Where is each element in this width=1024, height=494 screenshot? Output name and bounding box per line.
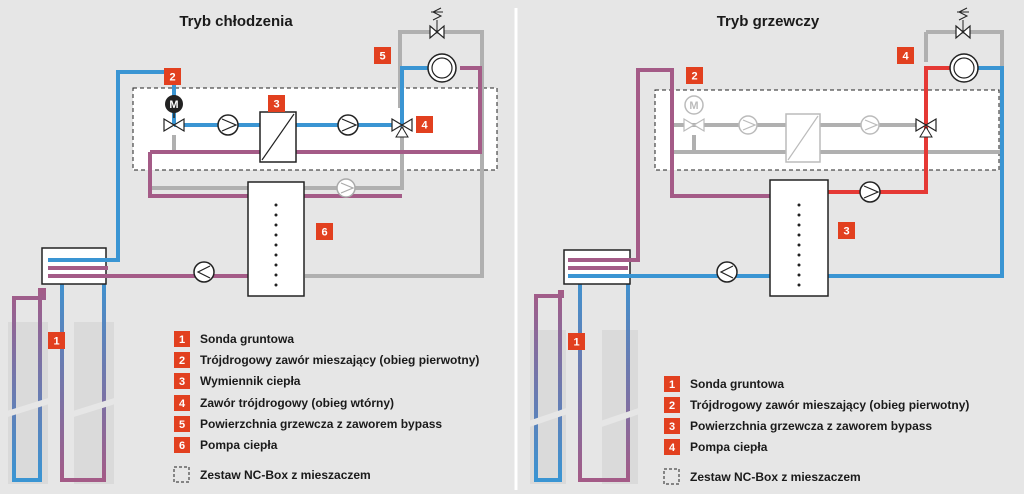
legend-item: 2 Trójdrogowy zawór mieszający (obieg pie… [664, 397, 969, 413]
svg-text:1: 1 [53, 336, 59, 348]
svg-text:Sonda gruntowa: Sonda gruntowa [690, 377, 784, 391]
number-badge: 6 [316, 223, 333, 240]
legend-item: 3 Wymiennik ciepła [174, 373, 301, 389]
svg-text:2: 2 [669, 400, 675, 412]
nc-box-frame [654, 89, 1000, 171]
heat-exchanger [785, 113, 821, 163]
legend: 1 Sonda gruntowa 2 Trójdrogowy zawór miesz… [663, 376, 969, 485]
ground-probe [525, 270, 643, 484]
svg-text:3: 3 [843, 226, 849, 238]
circulation-pump [217, 114, 239, 136]
motor-icon: M [684, 95, 704, 115]
heating-surface [427, 53, 457, 83]
circulation-pump [716, 261, 738, 283]
svg-text:4: 4 [902, 51, 909, 63]
svg-text:Powierzchnia grzewcza z zawore: Powierzchnia grzewcza z zaworem bypass [690, 419, 932, 433]
legend-item: 2 Trójdrogowy zawór mieszający (obieg pie… [174, 352, 479, 368]
legend-item: Zestaw NC-Box z mieszaczem [173, 466, 371, 483]
legend-item: 3 Powierzchnia grzewcza z zaworem bypass [664, 418, 932, 434]
svg-text:M: M [169, 99, 178, 111]
heat-pump [769, 179, 829, 297]
panel-title: Tryb chłodzenia [179, 13, 293, 30]
motor-icon: M [165, 95, 183, 113]
number-badge: 1 [568, 333, 585, 350]
circulation-pump [859, 181, 881, 203]
heat-exchanger [259, 111, 297, 163]
svg-text:5: 5 [379, 51, 385, 63]
svg-text:3: 3 [273, 99, 279, 111]
svg-text:4: 4 [669, 442, 676, 454]
circulation-pump [337, 114, 359, 136]
svg-text:1: 1 [669, 379, 675, 391]
svg-text:6: 6 [179, 440, 185, 452]
circulation-pump [336, 178, 356, 198]
svg-text:5: 5 [179, 419, 185, 431]
three-way-valve [915, 117, 937, 138]
number-badge: 1 [48, 332, 65, 349]
circulation-pump [860, 115, 880, 135]
panel-title: Tryb grzewczy [717, 13, 820, 30]
svg-text:2: 2 [169, 72, 175, 84]
svg-text:Powierzchnia grzewcza z zawore: Powierzchnia grzewcza z zaworem bypass [200, 417, 442, 431]
svg-text:Zawór trójdrogowy (obieg wtórn: Zawór trójdrogowy (obieg wtórny) [200, 396, 394, 410]
svg-text:3: 3 [669, 421, 675, 433]
svg-text:2: 2 [691, 71, 697, 83]
number-badge: 4 [416, 116, 433, 133]
mixing-valve [163, 113, 185, 133]
legend-item: 1 Sonda gruntowa [664, 376, 784, 392]
legend-item: 5 Powierzchnia grzewcza z zaworem bypass [174, 416, 442, 432]
circulation-pump [738, 115, 758, 135]
svg-text:Wymiennik ciepła: Wymiennik ciepła [200, 374, 301, 388]
mixing-valve [683, 117, 705, 133]
heat-pump [247, 181, 305, 297]
number-badge: 5 [374, 47, 391, 64]
svg-text:Zestaw NC-Box z mieszaczem: Zestaw NC-Box z mieszaczem [200, 468, 371, 482]
svg-text:3: 3 [179, 376, 185, 388]
number-badge: 2 [686, 67, 703, 84]
svg-text:Sonda gruntowa: Sonda gruntowa [200, 332, 294, 346]
legend-item: 1 Sonda gruntowa [174, 331, 294, 347]
legend: 1 Sonda gruntowa 2 Trójdrogowy zawór miesz… [173, 331, 479, 483]
bypass-valve-icon [955, 7, 971, 40]
legend-item: 4 Pompa ciepła [664, 439, 768, 455]
number-badge: 3 [838, 222, 855, 239]
svg-text:Zestaw NC-Box z mieszaczem: Zestaw NC-Box z mieszaczem [690, 470, 861, 484]
svg-text:Trójdrogowy zawór mieszający (: Trójdrogowy zawór mieszający (obieg pier… [200, 353, 479, 367]
three-way-valve [391, 117, 413, 138]
number-badge: 2 [164, 68, 181, 85]
number-badge: 4 [897, 47, 914, 64]
legend-item: Zestaw NC-Box z mieszaczem [663, 468, 861, 485]
svg-text:4: 4 [179, 398, 186, 410]
svg-text:Trójdrogowy zawór mieszający (: Trójdrogowy zawór mieszający (obieg pier… [690, 398, 969, 412]
circulation-pump [193, 261, 215, 283]
svg-text:2: 2 [179, 355, 185, 367]
legend-item: 4 Zawór trójdrogowy (obieg wtórny) [174, 395, 394, 411]
svg-text:M: M [689, 100, 698, 112]
purple-pipe [48, 66, 482, 278]
heating-surface [949, 53, 979, 83]
nc-box-frame [132, 87, 498, 171]
svg-text:4: 4 [421, 120, 428, 132]
svg-text:6: 6 [321, 227, 327, 239]
heating-mode-panel: Tryb grzewczy [525, 7, 1004, 485]
svg-text:1: 1 [179, 334, 185, 346]
bypass-valve-icon [429, 7, 445, 40]
svg-text:Pompa ciepła: Pompa ciepła [690, 440, 768, 454]
ground-probe [3, 270, 119, 484]
legend-item: 6 Pompa ciepła [174, 437, 278, 453]
cooling-mode-panel: Tryb chłodzenia [3, 7, 498, 484]
number-badge: 3 [268, 95, 285, 112]
svg-text:Pompa ciepła: Pompa ciepła [200, 438, 278, 452]
svg-text:1: 1 [573, 337, 579, 349]
